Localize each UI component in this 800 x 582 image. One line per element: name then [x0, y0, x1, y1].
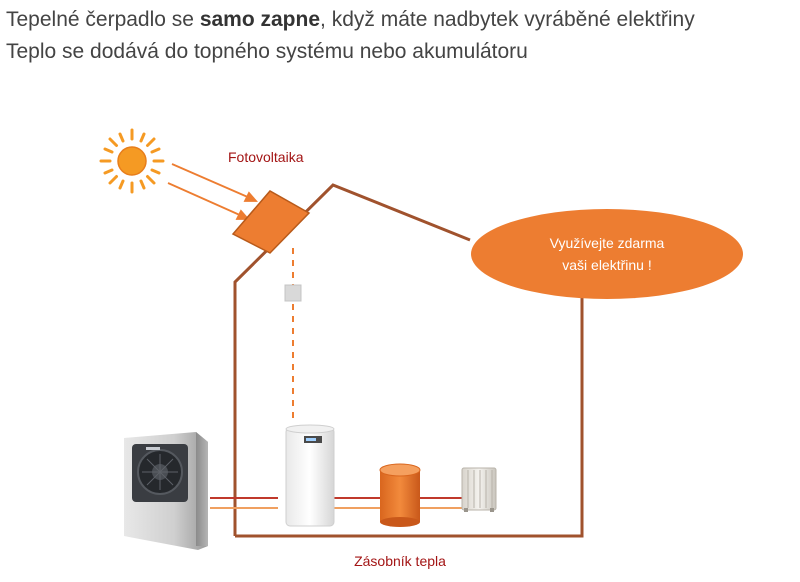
pv-panel: [231, 190, 311, 254]
headline-line-1-emphasis: samo zapne: [199, 8, 321, 31]
headline-line-1-end: , když máte nadbytek vyráběné elektřiny: [320, 8, 695, 31]
sunlight-arrows: [167, 163, 258, 220]
headline: Tepelné čerpadlo se samo zapne, když mát…: [6, 4, 796, 68]
sun-icon: [99, 128, 165, 194]
headline-line-2: Teplo se dodává do topného systému nebo …: [6, 40, 528, 63]
indoor-tank-icon: [285, 424, 335, 527]
pv-label: Fotovoltaika: [228, 149, 304, 165]
headline-line-1: Tepelné čerpadlo se samo zapne, když mát…: [6, 4, 796, 36]
headline-line-1-start: Tepelné čerpadlo se: [6, 8, 200, 31]
heat-pump-unit-icon: [124, 432, 208, 550]
callout-bubble: [471, 209, 743, 299]
callout-line-1: Využívejte zdarma: [550, 235, 665, 251]
heat-storage-icon: [379, 463, 421, 527]
storage-label: Zásobník tepla: [354, 553, 446, 569]
callout-line-2: vaši elektřinu !: [562, 257, 651, 273]
electric-connection: [284, 248, 302, 420]
house-right-wall: [235, 296, 584, 538]
radiator-icon: [461, 467, 497, 512]
inverter-box: [284, 284, 302, 302]
pipes: [210, 497, 462, 509]
